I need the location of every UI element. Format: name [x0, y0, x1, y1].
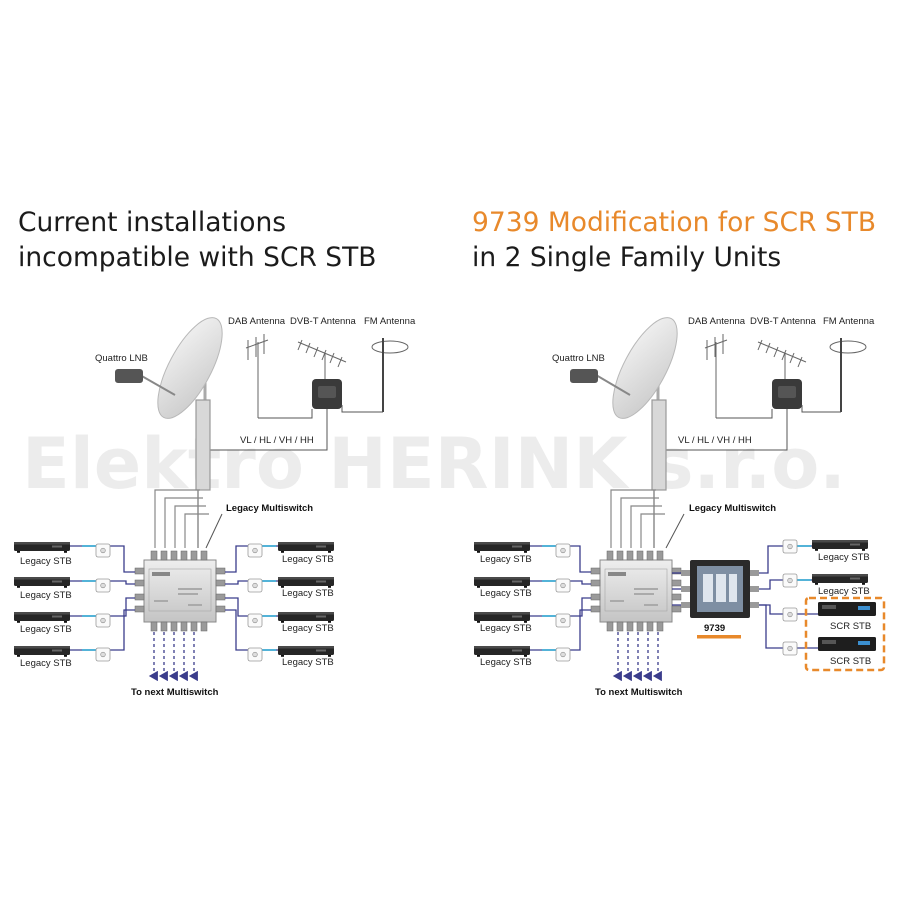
left-panel: Quattro LNB DAB Antenna DVB-T Antenna FM… — [14, 308, 416, 698]
module-9739 — [672, 560, 759, 618]
right-stb-group-left: Legacy STB Legacy STB Legacy STB Legacy … — [474, 542, 591, 668]
right-heading-line2: in 2 Single Family Units — [472, 242, 782, 273]
left-stb-label: Legacy STB — [20, 658, 72, 669]
left-dvbt-antenna-icon — [297, 339, 347, 380]
left-heading: Current installations incompatible with … — [18, 205, 376, 275]
right-stb-label: SCR STB — [830, 621, 871, 632]
right-panel: Quattro LNB DAB Antenna DVB-T Antenna FM… — [474, 308, 886, 698]
left-stb-label: Legacy STB — [282, 554, 334, 565]
right-stb-label: Legacy STB — [818, 552, 870, 563]
right-lnb-label: Quattro LNB — [552, 353, 605, 364]
right-stb-group-right: Legacy STB Legacy STB SCR STB SCR STB — [759, 539, 886, 672]
right-stb-label: Legacy STB — [480, 588, 532, 599]
right-satellite-dish — [570, 308, 691, 428]
right-lnb-icon — [570, 369, 598, 383]
right-dvbt-antenna-icon — [757, 339, 807, 380]
right-stb-label: Legacy STB — [480, 623, 532, 634]
left-lnb-label: Quattro LNB — [95, 353, 148, 364]
right-heading: 9739 Modification for SCR STB in 2 Singl… — [472, 205, 876, 275]
right-dab-label: DAB Antenna — [688, 316, 746, 327]
right-stb-label: Legacy STB — [480, 554, 532, 565]
left-satellite-dish — [115, 308, 236, 428]
left-fm-label: FM Antenna — [364, 316, 416, 327]
left-stb-label: Legacy STB — [20, 590, 72, 601]
left-stb-group-right: Legacy STB Legacy STB Legacy STB Legacy … — [225, 542, 334, 668]
left-dab-label: DAB Antenna — [228, 316, 286, 327]
right-stb-label: Legacy STB — [480, 657, 532, 668]
module-underline — [697, 635, 741, 639]
scr-stb-device — [818, 602, 876, 616]
left-fm-antenna-icon — [371, 338, 409, 412]
right-heading-line1: 9739 Modification for SCR STB — [472, 207, 877, 238]
right-multiswitch-label: Legacy Multiswitch — [689, 503, 776, 514]
left-stb-group-left: Legacy STB Legacy STB Legacy STB Legacy … — [14, 542, 135, 669]
left-dab-antenna-icon — [245, 334, 269, 418]
right-fm-antenna-icon — [829, 338, 867, 412]
module-9739-label: 9739 — [704, 623, 725, 634]
left-heading-line2: incompatible with SCR STB — [18, 242, 377, 273]
left-next-label: To next Multiswitch — [131, 687, 219, 698]
left-stb-label: Legacy STB — [282, 623, 334, 634]
right-fm-label: FM Antenna — [823, 316, 875, 327]
left-heading-line1: Current installations — [18, 207, 287, 238]
left-lnb-icon — [115, 369, 143, 383]
right-dab-antenna-icon — [704, 334, 728, 418]
right-stb-label: Legacy STB — [818, 586, 870, 597]
right-stb-label: SCR STB — [830, 656, 871, 667]
left-stb-label: Legacy STB — [20, 624, 72, 635]
right-next-label: To next Multiswitch — [595, 687, 683, 698]
left-multiswitch — [134, 550, 226, 632]
left-multiswitch-label: Legacy Multiswitch — [226, 503, 313, 514]
left-dvbt-label: DVB-T Antenna — [290, 316, 357, 327]
scr-highlight-box — [804, 596, 886, 672]
left-stb-label: Legacy STB — [282, 588, 334, 599]
left-polarity-label: VL / HL / VH / HH — [240, 435, 314, 446]
right-multiswitch — [590, 550, 682, 632]
watermark: Elektro HERINK s.r.o. — [22, 423, 846, 505]
right-polarity-label: VL / HL / VH / HH — [678, 435, 752, 446]
right-dvbt-label: DVB-T Antenna — [750, 316, 817, 327]
left-stb-label: Legacy STB — [282, 657, 334, 668]
left-stb-label: Legacy STB — [20, 556, 72, 567]
scr-stb-device — [818, 637, 876, 651]
